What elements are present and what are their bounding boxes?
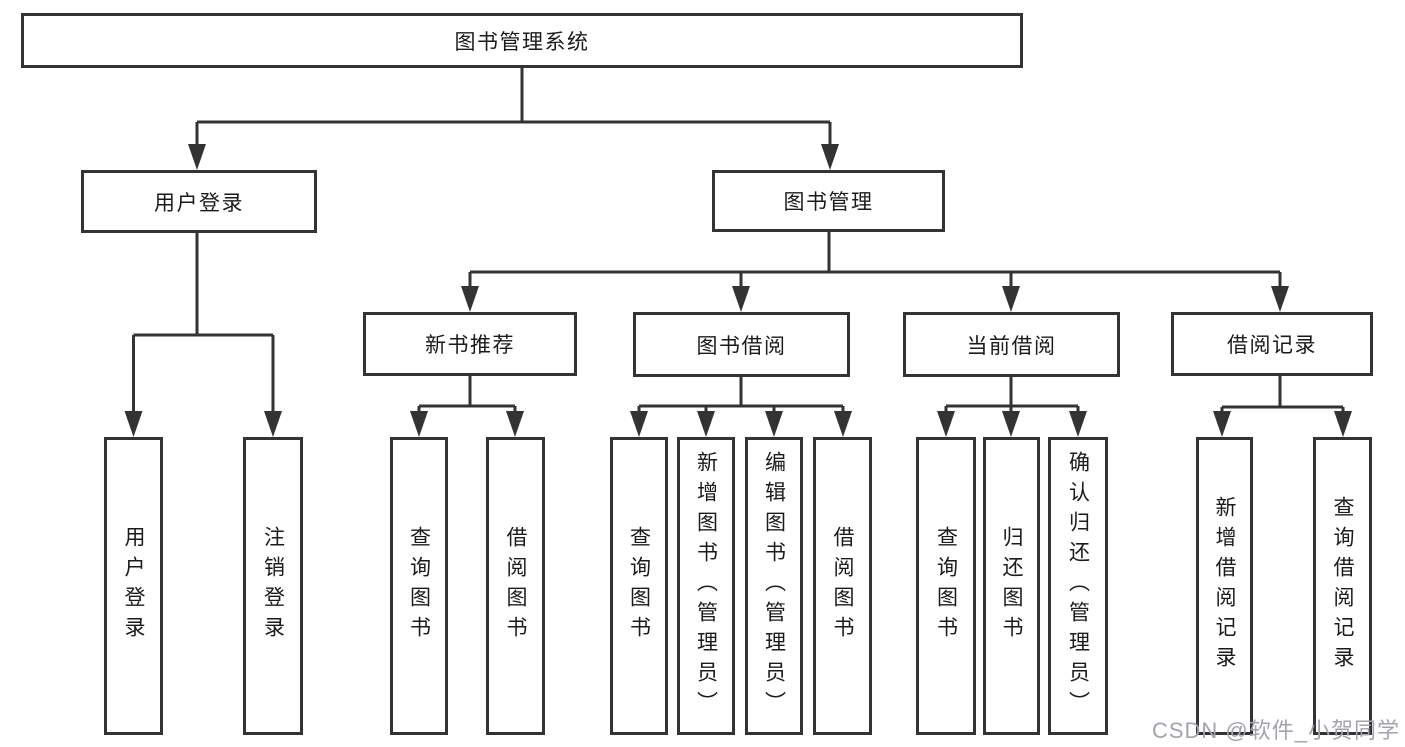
node-book-management: 图书管理 <box>712 170 945 232</box>
csdn-watermark: CSDN @软件_小贺同学 <box>1151 718 1400 743</box>
node-user-login-branch: 用户登录 <box>81 170 317 233</box>
leaf-label: 查询借阅记录 <box>1331 496 1354 676</box>
leaf-query-books-recommend: 查询图书 <box>390 437 448 735</box>
node-root-label: 图书管理系统 <box>454 30 590 54</box>
node-book-borrow: 图书借阅 <box>633 312 850 377</box>
node-label: 用户登录 <box>154 191 244 215</box>
node-new-book-recommend: 新书推荐 <box>363 312 577 376</box>
leaf-add-books-admin: 新增图书（管理员） <box>677 437 735 735</box>
node-current-borrow: 当前借阅 <box>903 312 1120 377</box>
node-borrow-records: 借阅记录 <box>1171 312 1373 376</box>
leaf-query-books-borrow: 查询图书 <box>610 437 668 735</box>
leaf-label: 注销登录 <box>261 526 285 646</box>
arrowheads <box>124 144 1352 437</box>
leaf-return-books: 归还图书 <box>983 437 1040 735</box>
leaf-confirm-return-admin: 确认归还（管理员） <box>1048 437 1108 735</box>
connector-paths <box>132 68 1345 415</box>
node-label: 当前借阅 <box>966 334 1057 358</box>
leaf-label: 新增图书（管理员） <box>694 451 718 721</box>
leaf-label: 借阅图书 <box>831 526 854 646</box>
leaf-user-login: 用户登录 <box>104 437 163 735</box>
leaf-edit-books-admin: 编辑图书（管理员） <box>745 437 803 735</box>
node-label: 新书推荐 <box>425 334 515 357</box>
leaf-logout-login: 注销登录 <box>243 437 303 735</box>
leaf-label: 用户登录 <box>122 526 145 646</box>
leaf-label: 归还图书 <box>1000 526 1023 646</box>
leaf-label: 确认归还（管理员） <box>1066 451 1090 721</box>
leaf-label: 新增借阅记录 <box>1213 496 1236 676</box>
node-label: 图书管理 <box>783 191 874 214</box>
node-root: 图书管理系统 <box>21 13 1023 68</box>
node-label: 借阅记录 <box>1227 334 1317 357</box>
leaf-borrow-books: 借阅图书 <box>813 437 872 735</box>
leaf-label: 查询图书 <box>627 526 651 646</box>
node-label: 图书借阅 <box>696 334 787 358</box>
leaf-label: 查询图书 <box>934 526 958 646</box>
leaf-query-borrow-record: 查询借阅记录 <box>1313 437 1372 735</box>
leaf-label: 借阅图书 <box>504 526 527 646</box>
leaf-add-borrow-record: 新增借阅记录 <box>1196 437 1253 735</box>
leaf-label: 编辑图书（管理员） <box>762 451 786 721</box>
leaf-borrow-books-recommend: 借阅图书 <box>486 437 545 735</box>
leaf-query-books-current: 查询图书 <box>916 437 976 735</box>
leaf-label: 查询图书 <box>407 526 431 646</box>
